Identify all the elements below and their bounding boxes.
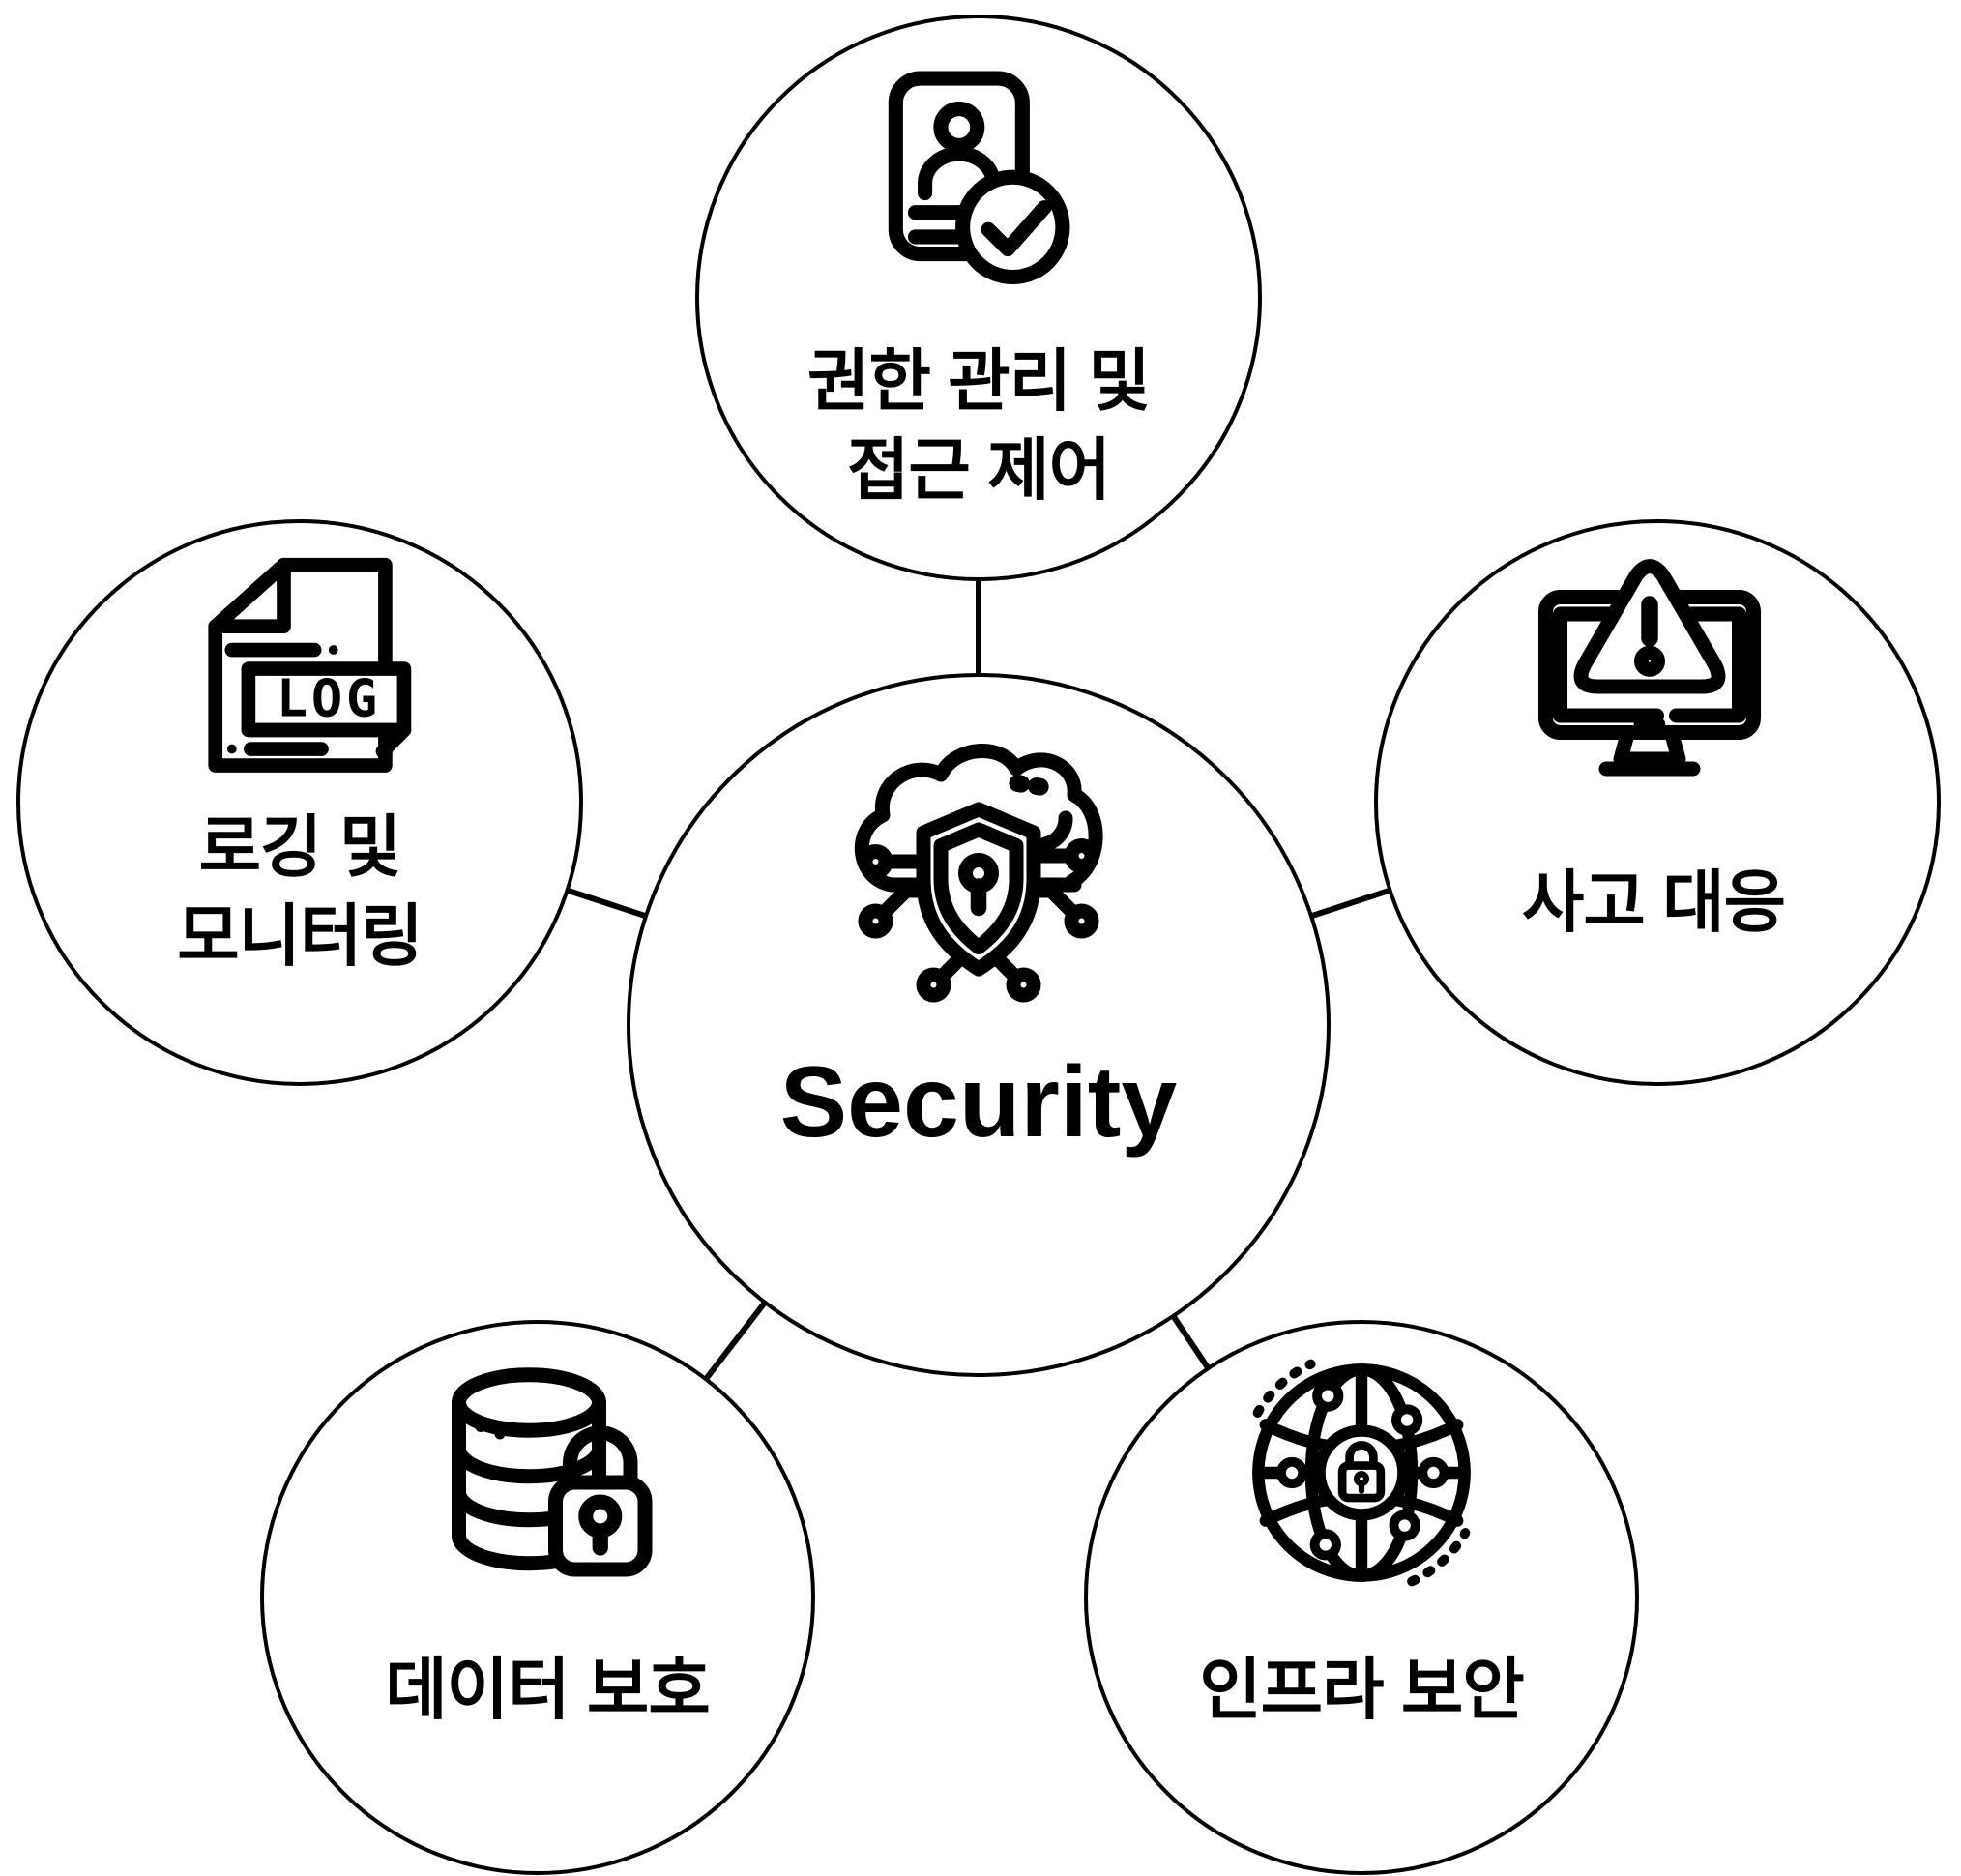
center-node-icon-wrap <box>834 728 1124 1003</box>
access-node-label-line2: 접근 제어 <box>846 432 1111 508</box>
logging-node-label-line2: 모니터링 <box>177 898 424 974</box>
log-file-icon: LOG <box>208 557 412 773</box>
node-circle-logging <box>16 519 583 1086</box>
monitor-alert-icon <box>1538 559 1761 777</box>
logging-node-icon-wrap: LOG <box>185 553 421 789</box>
incident-node-label-wrap: 사고 대응 <box>1521 858 1786 947</box>
data-node-label-wrap: 데이터 보호 <box>385 1645 710 1734</box>
node-circle-data <box>260 1320 815 1875</box>
globe-lock-icon <box>1252 1359 1471 1587</box>
access-node-icon-wrap <box>857 64 1100 308</box>
infra-node-icon-wrap <box>1242 1353 1481 1593</box>
logging-node-label-line1: 로깅 및 <box>198 809 402 885</box>
node-circle-infra <box>1084 1320 1639 1875</box>
center-node-label-wrap: Security <box>780 1049 1177 1156</box>
infra-node-label: 인프라 보안 <box>1199 1652 1524 1727</box>
database-lock-icon <box>452 1367 653 1577</box>
logging-node-label-wrap: 로깅 및 모니터링 <box>177 803 424 981</box>
access-node-label-wrap: 권한 관리 및 접근 제어 <box>807 337 1151 514</box>
id-card-check-icon <box>888 71 1070 285</box>
incident-node-label: 사고 대응 <box>1521 865 1786 940</box>
node-circle-access <box>695 15 1262 581</box>
data-node-icon-wrap <box>432 1357 674 1598</box>
incident-node-icon-wrap <box>1529 556 1771 798</box>
access-node-label-line1: 권한 관리 및 <box>807 343 1151 419</box>
log-icon-text: LOG <box>277 667 381 728</box>
data-node-label: 데이터 보호 <box>385 1652 710 1727</box>
infra-node-label-wrap: 인프라 보안 <box>1199 1645 1524 1734</box>
cloud-shield-network-icon <box>854 744 1103 1003</box>
center-node-label: Security <box>779 1046 1178 1158</box>
node-circle-incident <box>1374 519 1941 1086</box>
node-circle-center <box>627 673 1331 1377</box>
